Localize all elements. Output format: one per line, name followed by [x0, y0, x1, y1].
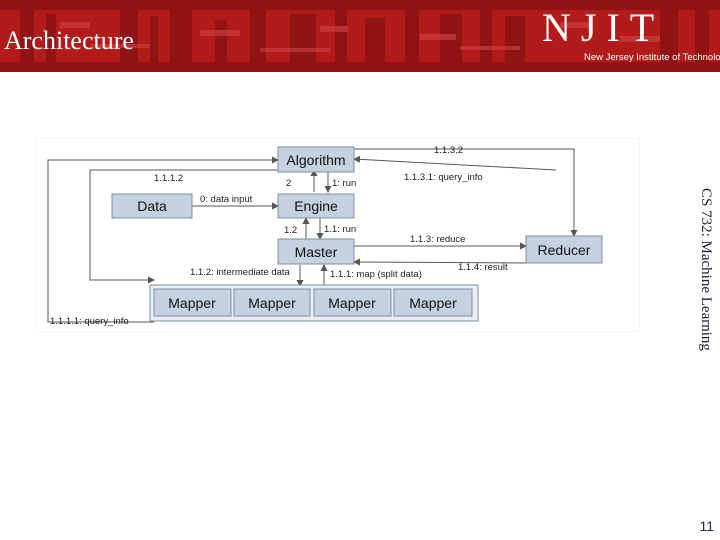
logo-mark: NJIT — [542, 5, 665, 50]
edge-label: 1.1.1.1: query_info — [50, 316, 129, 327]
node-reducer: Reducer — [525, 235, 603, 264]
slide-title: Architecture — [4, 26, 134, 55]
node-label: Data — [137, 198, 167, 214]
node-data: Data — [111, 193, 193, 219]
edge-label: 1.1.1.2 — [154, 173, 183, 184]
edge-1112 — [89, 169, 278, 284]
edge-label: 1.1.2: intermediate data — [190, 267, 291, 278]
node-master: Master — [277, 238, 355, 265]
edge-label: 1.1: run — [324, 224, 356, 235]
edge-1132 — [278, 148, 578, 237]
node-mapper-2: Mapper — [233, 288, 311, 317]
node-mapper-1: Mapper — [153, 288, 232, 317]
node-label: Engine — [294, 198, 338, 214]
diagram-edges — [47, 148, 578, 323]
edge-label: 1.2 — [284, 225, 297, 236]
node-mapper-3: Mapper — [313, 288, 392, 317]
banner-background — [0, 0, 720, 72]
edge-1131 — [353, 155, 557, 171]
edge-label: 1.1.3.1: query_info — [404, 172, 483, 183]
edge-label: 1.1.1: map (split data) — [330, 269, 422, 280]
course-side-label: CS 732: Machine Learning — [692, 188, 714, 388]
node-label: Algorithm — [286, 152, 345, 168]
header-banner: Architecture NJIT New Jersey Institute o… — [0, 0, 720, 72]
edge-1111 — [47, 156, 279, 323]
architecture-diagram: Algorithm Data Engine Master Reducer Map… — [36, 138, 640, 332]
logo-subtitle: New Jersey Institute of Technology — [584, 52, 720, 63]
edge-label: 1.1.3: reduce — [410, 234, 465, 245]
node-label: Mapper — [168, 295, 216, 311]
node-mapper-4: Mapper — [393, 288, 473, 317]
node-label: Mapper — [409, 295, 457, 311]
node-label: Mapper — [248, 295, 296, 311]
edge-label: 1.1.3.2 — [434, 145, 463, 156]
course-label-text: CS 732: Machine Learning — [698, 188, 714, 351]
edge-label: 1.1.4: result — [458, 262, 508, 273]
node-label: Mapper — [328, 295, 376, 311]
edge-label: 0: data input — [200, 194, 253, 205]
edge-label: 2 — [286, 178, 291, 189]
page-number: 11 — [699, 518, 714, 534]
njit-logo: NJIT New Jersey Institute of Technology — [536, 4, 720, 70]
node-label: Reducer — [538, 242, 591, 258]
node-algorithm: Algorithm — [277, 146, 355, 173]
node-engine: Engine — [277, 193, 355, 219]
edge-114 — [353, 258, 539, 266]
node-label: Master — [295, 244, 338, 260]
edge-label: 1: run — [332, 178, 356, 189]
